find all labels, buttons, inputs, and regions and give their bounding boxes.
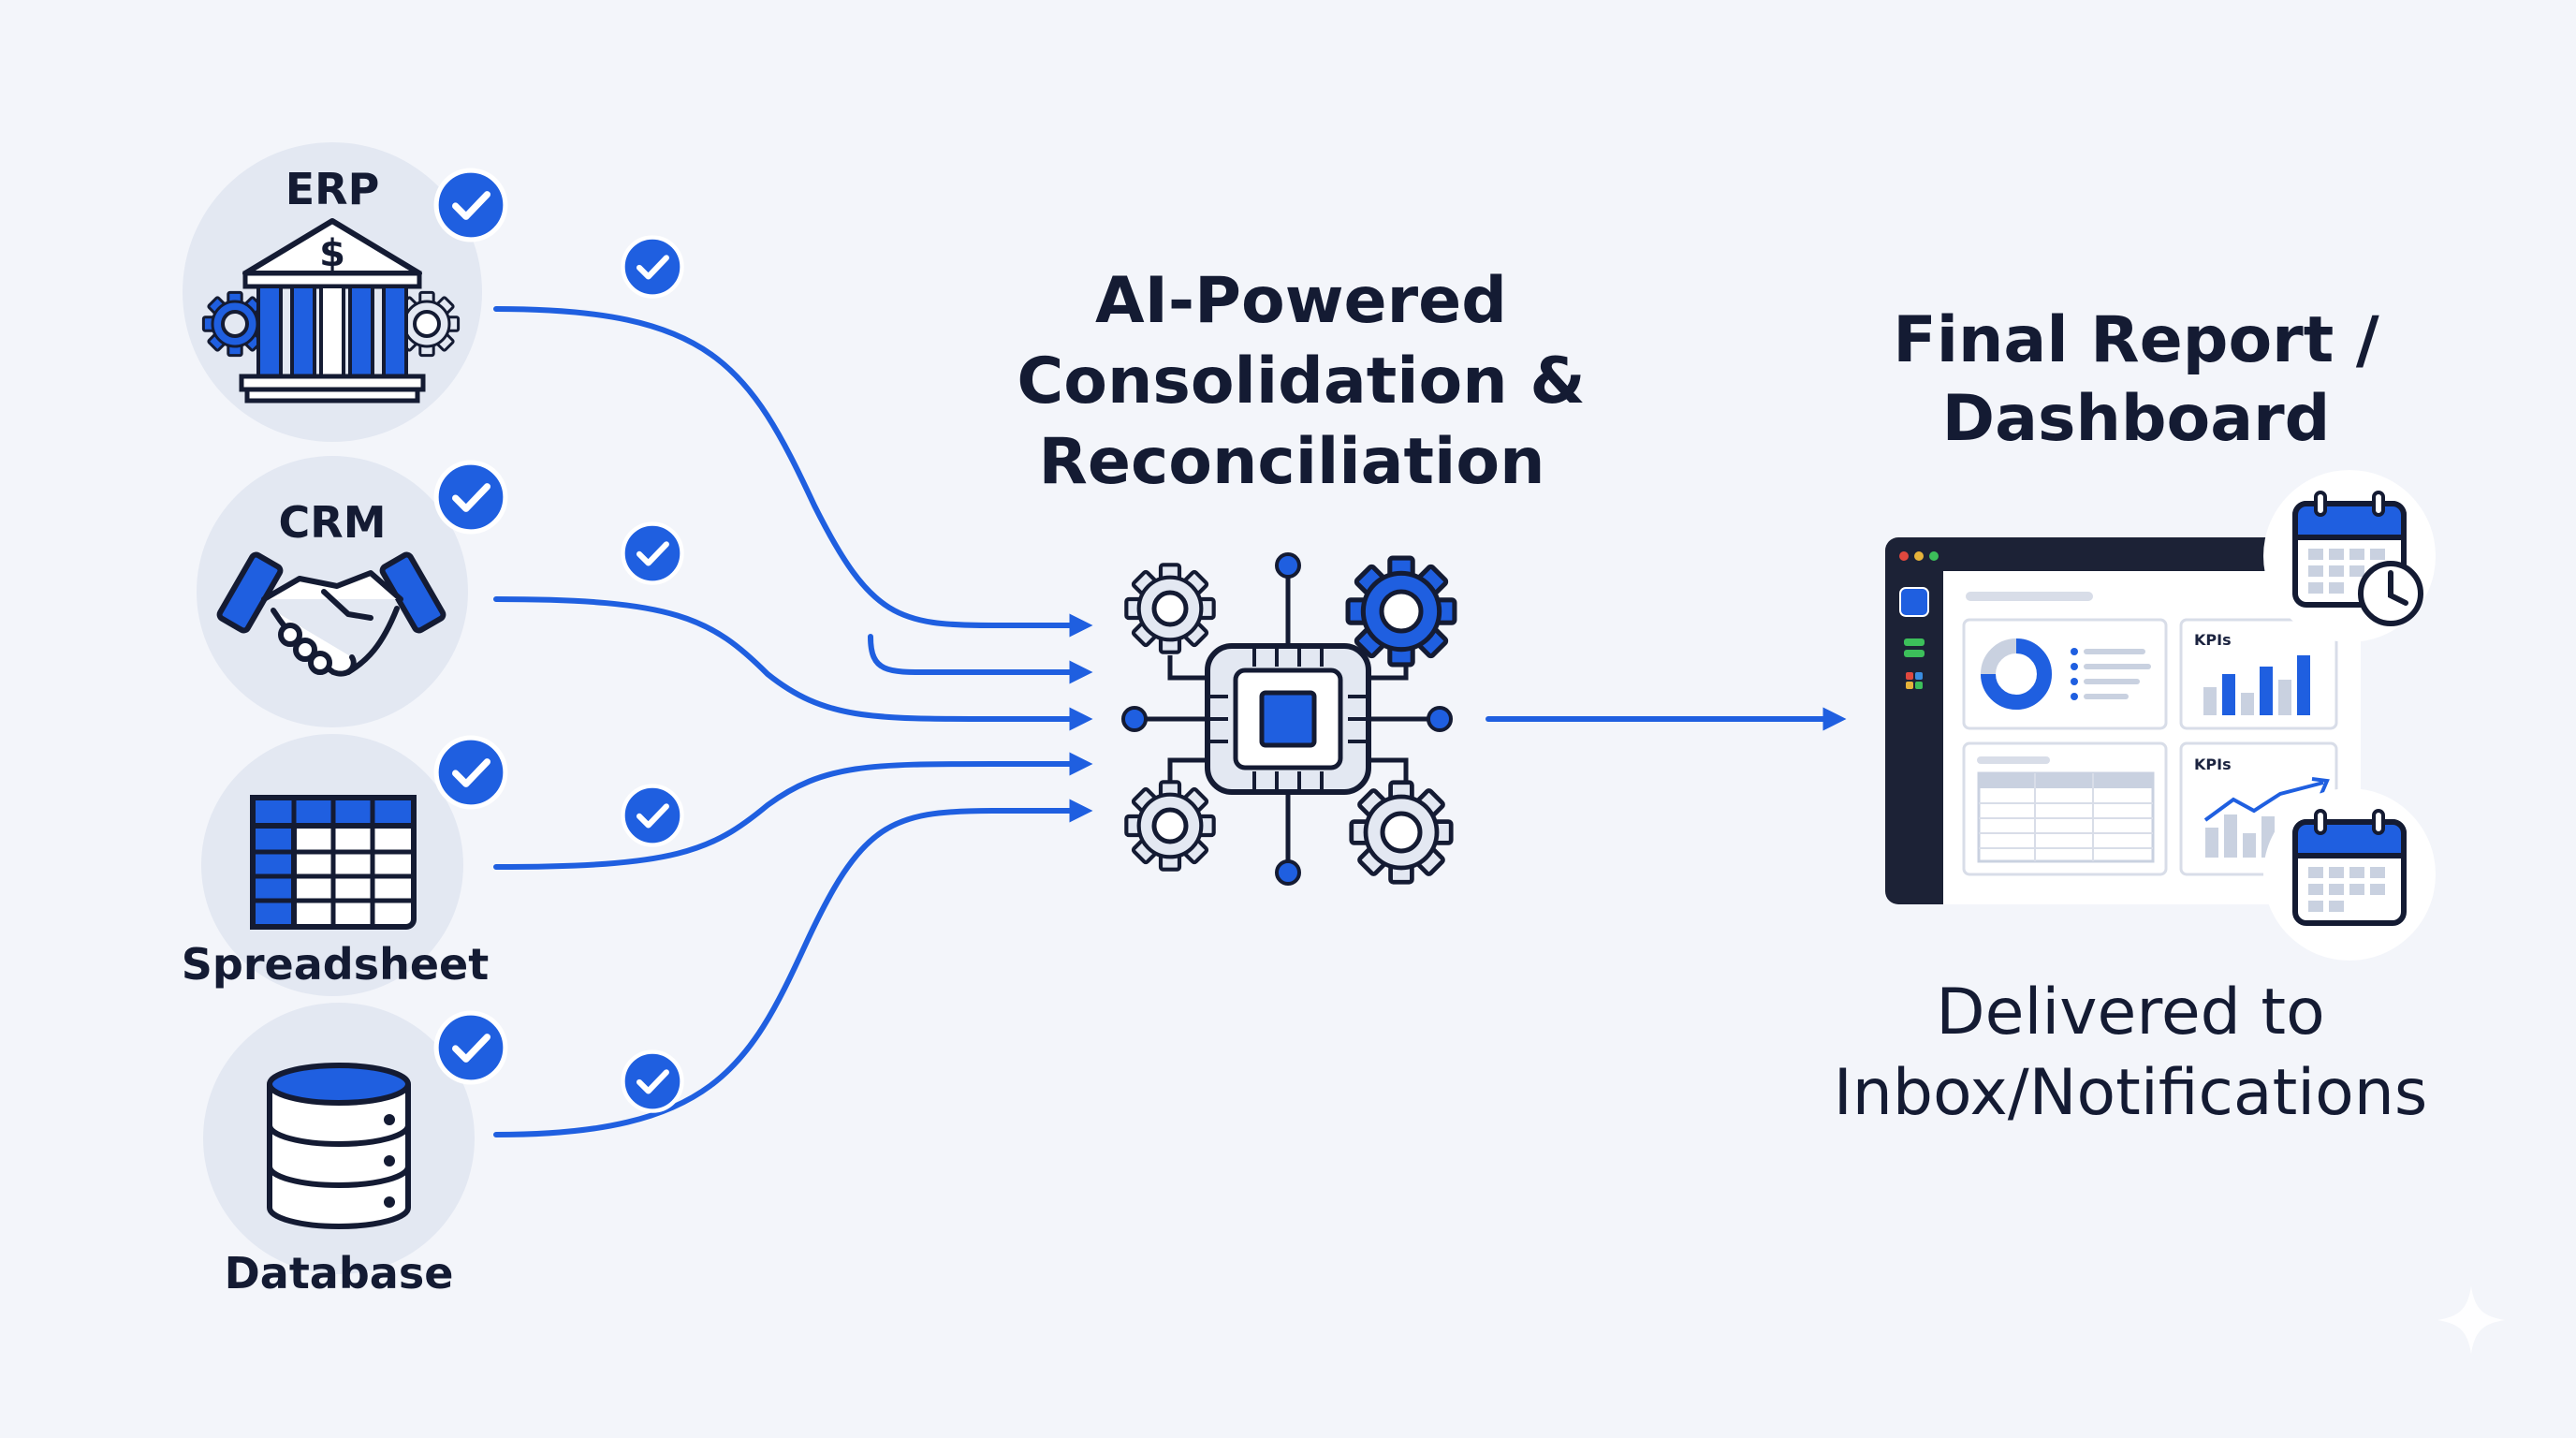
database-icon xyxy=(267,1063,411,1229)
output-title-line: Dashboard xyxy=(1942,382,2331,456)
connector-extra xyxy=(868,634,1093,684)
check-icon xyxy=(436,1013,505,1082)
check-icon xyxy=(436,462,505,532)
check-icon xyxy=(623,524,682,583)
check-icon xyxy=(623,238,682,297)
source-crm: CRM xyxy=(197,456,505,727)
sidebar-list-icon[interactable] xyxy=(1904,638,1925,646)
connector-erp xyxy=(493,306,1093,638)
window-dot xyxy=(1914,551,1924,561)
center-title: AI-Powered Consolidation & Reconciliatio… xyxy=(1017,264,1585,499)
dashboard-window: KPIs KPIs xyxy=(1885,537,2361,904)
check-icon xyxy=(623,1052,682,1111)
source-label: Spreadsheet xyxy=(182,939,489,990)
check-icon xyxy=(623,786,682,845)
source-erp: ERP $ xyxy=(183,142,505,442)
kpi-trend-line xyxy=(2203,781,2324,822)
connector-spreadsheet xyxy=(493,752,1093,870)
center-title-line: Reconciliation xyxy=(1039,425,1545,499)
connector-checks xyxy=(623,238,682,1111)
delivered-line: Delivered to xyxy=(1936,976,2324,1049)
connector-database xyxy=(493,799,1093,1137)
window-dot xyxy=(1899,551,1909,561)
window-dot xyxy=(1929,551,1939,561)
source-spreadsheet: Spreadsheet xyxy=(182,734,505,996)
spreadsheet-icon xyxy=(250,795,417,930)
calendar-icon xyxy=(2263,788,2436,961)
source-label: CRM xyxy=(279,497,387,548)
donut-chart xyxy=(1981,638,2052,710)
center-title-line: Consolidation & xyxy=(1017,345,1585,418)
connectors xyxy=(493,306,1847,1137)
source-database: Database xyxy=(203,1003,505,1299)
sidebar-home-icon[interactable] xyxy=(1899,587,1929,617)
kpi-label: KPIs xyxy=(2194,756,2232,773)
kpi-bar-chart xyxy=(2203,655,2310,715)
calendar-clock-icon xyxy=(2263,470,2436,642)
check-icon xyxy=(436,738,505,807)
ai-chip-gears-icon xyxy=(1121,552,1455,886)
output-title-line: Final Report / xyxy=(1893,303,2379,377)
svg-text:$: $ xyxy=(319,232,345,275)
bank-gears-icon: $ xyxy=(201,218,461,404)
connector-crm xyxy=(493,596,1093,731)
handshake-icon xyxy=(216,551,446,677)
sidebar-app-icon[interactable] xyxy=(1906,672,1923,689)
source-label: Database xyxy=(225,1248,454,1299)
check-icon xyxy=(436,170,505,240)
kpi-label: KPIs xyxy=(2194,631,2232,649)
source-label: ERP xyxy=(285,164,380,214)
center-title-line: AI-Powered xyxy=(1095,264,1507,338)
delivered-text: Delivered to Inbox/Notifications xyxy=(1834,976,2428,1130)
sparkle-icon xyxy=(2437,1286,2505,1354)
delivered-line: Inbox/Notifications xyxy=(1834,1056,2428,1130)
output-title: Final Report / Dashboard xyxy=(1893,303,2379,456)
